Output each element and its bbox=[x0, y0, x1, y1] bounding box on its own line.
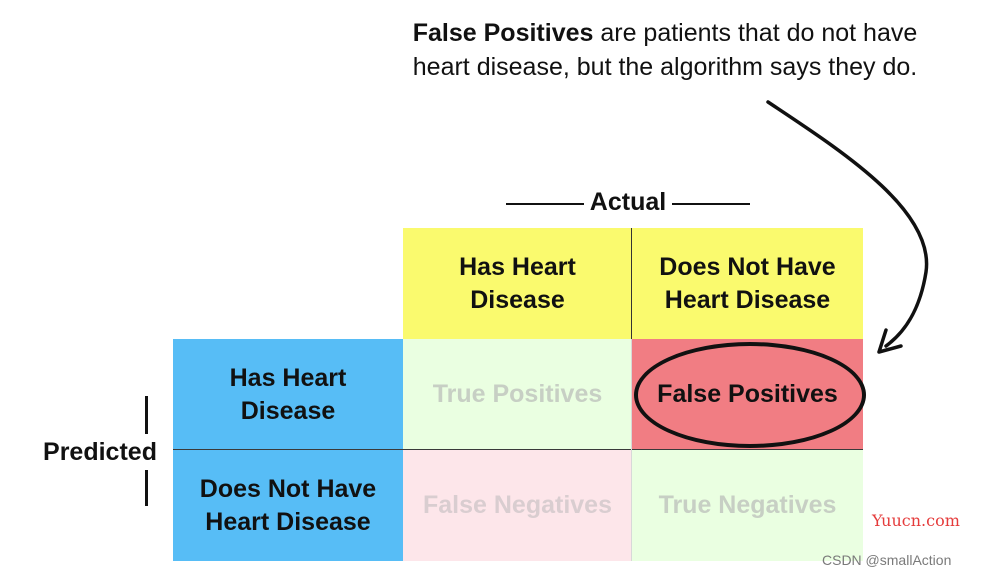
predicted-line-top bbox=[145, 396, 148, 434]
row-divider bbox=[173, 449, 863, 450]
row-header-label: Does Not Have Heart Disease bbox=[199, 474, 377, 536]
actual-axis-label: Actual bbox=[589, 188, 667, 216]
annotation-text: False Positives are patients that do not… bbox=[360, 16, 970, 84]
column-header-label: Does Not Have Heart Disease bbox=[659, 252, 836, 314]
site-watermark: Yuucn.com bbox=[872, 511, 960, 530]
cell-column-divider bbox=[631, 339, 632, 561]
predicted-line-bottom bbox=[145, 470, 148, 506]
actual-line-left bbox=[506, 203, 584, 205]
column-header-divider bbox=[631, 228, 632, 339]
false-positives-highlight-ellipse bbox=[634, 342, 866, 448]
column-header-has-disease: Has Heart Disease bbox=[403, 228, 632, 339]
cell-label: True Negatives bbox=[658, 491, 837, 519]
annotation-line-2: heart disease, but the algorithm says th… bbox=[412, 53, 918, 81]
actual-line-right bbox=[672, 203, 750, 205]
annotation-line-1: False Positives are patients that do not… bbox=[360, 16, 970, 50]
row-header-label: Has Heart Disease bbox=[229, 363, 347, 425]
predicted-axis-label: Predicted bbox=[43, 438, 157, 466]
cell-true-positives: True Positives bbox=[403, 339, 632, 450]
credit-watermark: CSDN @smallAction bbox=[822, 552, 952, 568]
annotation-line-1-rest: are patients that do not have bbox=[593, 19, 918, 47]
row-header-has-disease: Has Heart Disease bbox=[173, 339, 403, 450]
column-header-label: Has Heart Disease bbox=[459, 252, 576, 314]
cell-true-negatives: True Negatives bbox=[632, 450, 863, 561]
annotation-bold-term: False Positives bbox=[412, 19, 594, 47]
cell-label: True Positives bbox=[432, 380, 603, 408]
cell-false-negatives: False Negatives bbox=[403, 450, 632, 561]
cell-label: False Negatives bbox=[423, 491, 612, 519]
row-header-no-disease: Does Not Have Heart Disease bbox=[173, 450, 403, 561]
column-header-no-disease: Does Not Have Heart Disease bbox=[632, 228, 863, 339]
